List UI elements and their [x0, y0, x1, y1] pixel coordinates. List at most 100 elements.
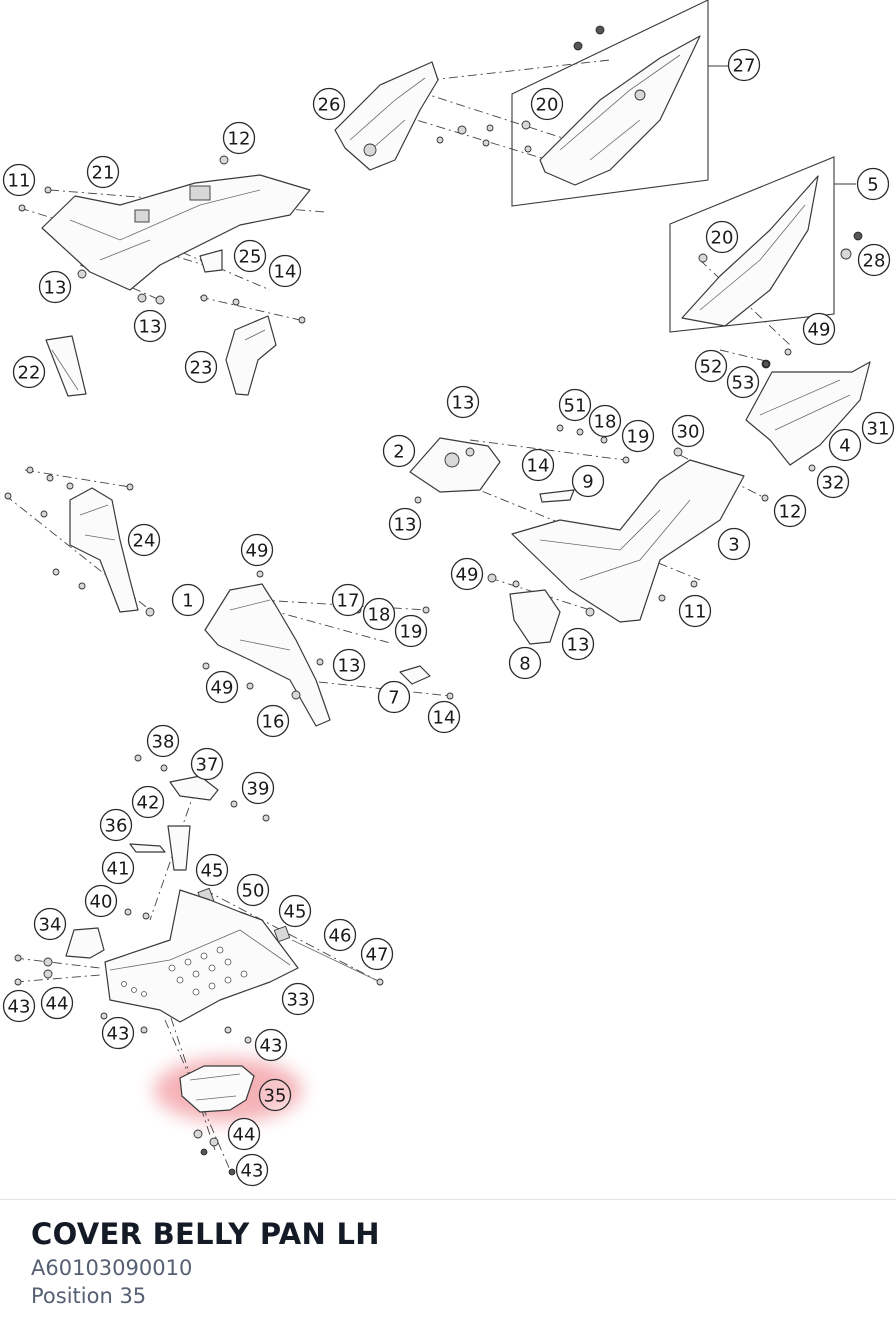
callout-number: 42 [137, 793, 160, 814]
callout-number: 2 [393, 442, 404, 463]
part-4-lower-cover [745, 359, 871, 466]
callout-11: 11 [678, 594, 712, 628]
callout-52: 52 [694, 349, 728, 383]
callout-43: 43 [2, 989, 36, 1023]
part-3-main-fairing [511, 459, 745, 623]
part-8-bracket [509, 589, 561, 645]
callout-13: 13 [133, 309, 167, 343]
callout-number: 43 [241, 1161, 264, 1182]
callout-number: 44 [233, 1125, 256, 1146]
callout-number: 20 [711, 228, 734, 249]
assembly-frame-27 [511, 0, 730, 207]
part-1-front-mount [204, 583, 331, 727]
callout-4: 4 [828, 428, 862, 462]
callout-20: 20 [530, 87, 564, 121]
callout-number: 27 [733, 56, 756, 77]
callout-45: 45 [278, 894, 312, 928]
callout-28: 28 [857, 243, 891, 277]
callout-number: 11 [684, 602, 707, 623]
callout-number: 14 [274, 262, 297, 283]
part-info-panel: COVER BELLY PAN LH A60103090010 Position… [31, 1214, 871, 1310]
part-position: Position 35 [31, 1284, 147, 1308]
part-26-bracket [334, 61, 439, 171]
callout-number: 13 [139, 317, 162, 338]
callout-number: 50 [242, 881, 265, 902]
part-33-belly-pan [104, 889, 299, 1023]
callout-49: 49 [450, 557, 484, 591]
callout-number: 13 [452, 393, 475, 414]
callout-2: 2 [382, 434, 416, 468]
callout-number: 22 [18, 363, 41, 384]
assembly-frame-5 [669, 156, 856, 333]
callout-19: 19 [621, 419, 655, 453]
callout-41: 41 [101, 851, 135, 885]
callout-23: 23 [184, 350, 218, 384]
callout-number: 8 [519, 654, 530, 675]
part-23-bracket [225, 315, 277, 396]
callout-40: 40 [84, 884, 118, 918]
part-7-clip [399, 665, 431, 685]
callout-number: 11 [8, 171, 31, 192]
callout-number: 19 [627, 427, 650, 448]
callout-37: 37 [190, 747, 224, 781]
callout-labels: 1234578911111212131313131313141414161718… [2, 48, 895, 1187]
callout-49: 49 [205, 670, 239, 704]
callout-number: 49 [211, 678, 234, 699]
part-number: A60103090010 [31, 1256, 193, 1280]
callout-13: 13 [388, 507, 422, 541]
callout-1: 1 [171, 583, 205, 617]
callout-12: 12 [773, 494, 807, 528]
divider [0, 1199, 896, 1200]
callout-number: 38 [152, 732, 175, 753]
callout-27: 27 [727, 48, 761, 82]
callout-13: 13 [561, 627, 595, 661]
callout-number: 9 [582, 472, 593, 493]
callout-5: 5 [856, 167, 890, 201]
callout-number: 12 [228, 129, 251, 150]
callout-number: 36 [105, 816, 128, 837]
callout-number: 52 [700, 357, 723, 378]
callout-14: 14 [521, 448, 555, 482]
callout-number: 30 [677, 422, 700, 443]
callout-9: 9 [571, 464, 605, 498]
callout-number: 35 [264, 1086, 287, 1107]
callout-18: 18 [588, 404, 622, 438]
part-2-mount [409, 437, 501, 493]
part-25-clip [199, 249, 223, 273]
callout-8: 8 [508, 646, 542, 680]
callout-49: 49 [802, 312, 836, 346]
callout-26: 26 [312, 87, 346, 121]
callout-number: 24 [133, 531, 156, 552]
callout-11: 11 [2, 163, 36, 197]
part-35-cover-belly-pan-lh [179, 1065, 255, 1176]
callout-13: 13 [446, 385, 480, 419]
callout-number: 21 [92, 163, 115, 184]
callout-44: 44 [40, 986, 74, 1020]
callout-number: 13 [567, 635, 590, 656]
callout-number: 28 [863, 251, 886, 272]
callout-50: 50 [236, 873, 270, 907]
part-34-bracket [65, 927, 105, 959]
callout-47: 47 [360, 937, 394, 971]
part-title: COVER BELLY PAN LH [31, 1217, 380, 1251]
callout-number: 41 [107, 859, 130, 880]
callout-14: 14 [268, 254, 302, 288]
part-22-cover [45, 335, 87, 397]
callout-3: 3 [717, 527, 751, 561]
callout-38: 38 [146, 724, 180, 758]
callout-number: 32 [822, 473, 845, 494]
callout-35-selected: 35 [258, 1078, 292, 1112]
callout-49: 49 [240, 533, 274, 567]
callout-number: 49 [456, 565, 479, 586]
callout-number: 49 [808, 320, 831, 341]
callout-number: 51 [564, 396, 587, 417]
callout-number: 26 [318, 95, 341, 116]
callout-number: 23 [190, 358, 213, 379]
callout-46: 46 [323, 918, 357, 952]
callout-number: 7 [388, 688, 399, 709]
callout-number: 13 [44, 278, 67, 299]
callout-number: 13 [338, 656, 361, 677]
callout-number: 43 [260, 1036, 283, 1057]
callout-number: 1 [182, 591, 193, 612]
callout-18: 18 [362, 597, 396, 631]
